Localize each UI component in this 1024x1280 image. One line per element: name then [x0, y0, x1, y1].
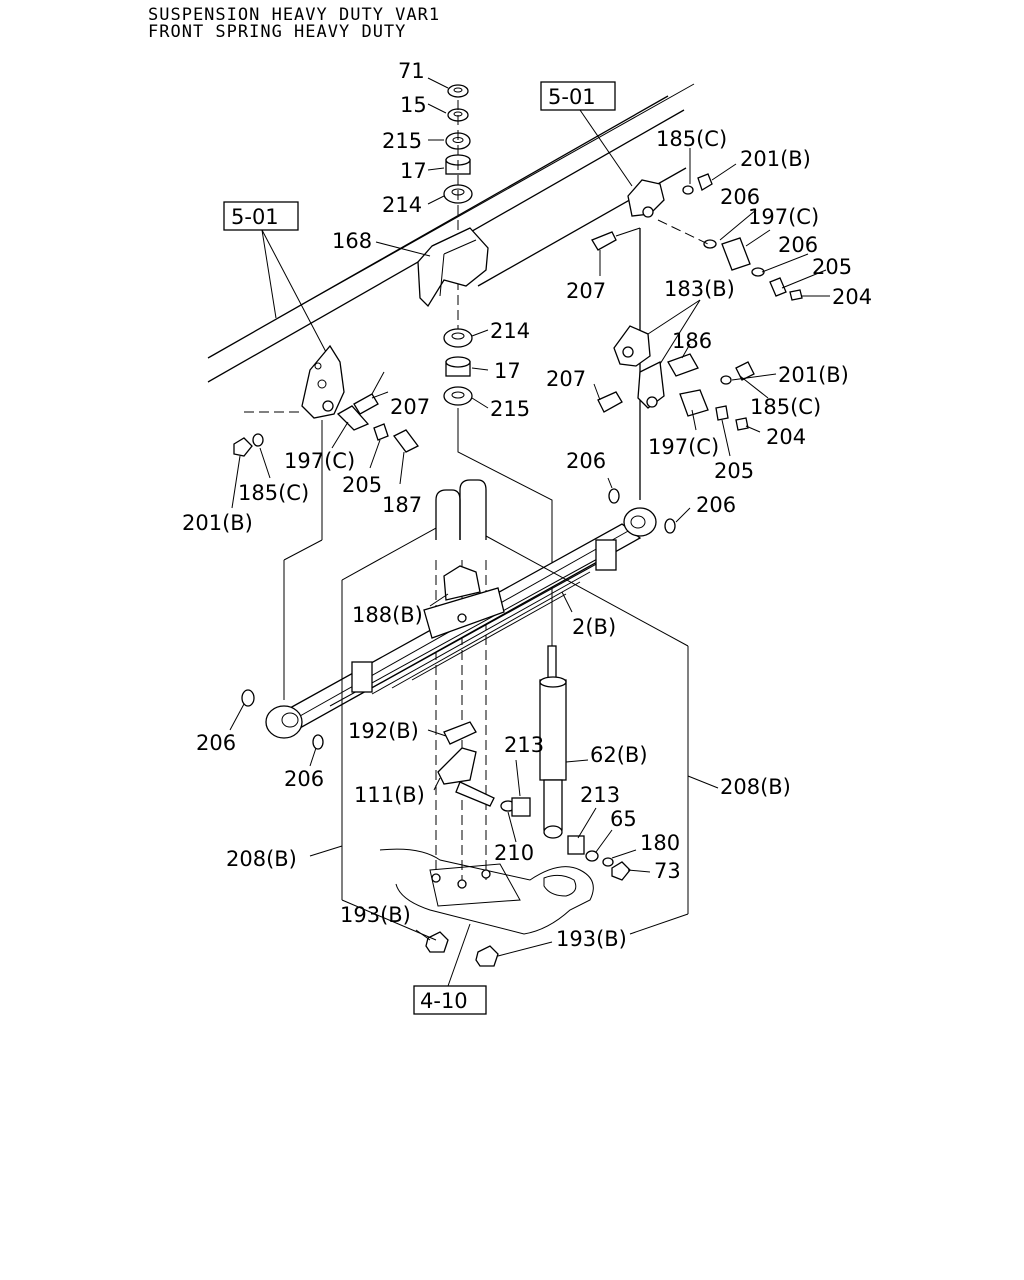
- part-label-204-shackle[interactable]: 204: [766, 425, 806, 449]
- reference-box-4-10[interactable]: 4-10: [413, 923, 487, 1015]
- reference-box-5-01-left[interactable]: 5-01: [223, 201, 327, 353]
- part-label-208b-left[interactable]: 208(B): [226, 847, 297, 871]
- part-label-214-lower[interactable]: 214: [490, 319, 530, 343]
- part-label-205-front[interactable]: 205: [342, 473, 382, 497]
- bracket-168: [417, 227, 489, 308]
- part-label-2b[interactable]: 2(B): [572, 615, 616, 639]
- part-label-206-rear[interactable]: 206: [720, 185, 760, 209]
- part-label-213[interactable]: 213: [504, 733, 544, 757]
- part-label-197c-rear[interactable]: 197(C): [748, 205, 819, 229]
- part-label-206-eye-rear-b[interactable]: 206: [696, 493, 736, 517]
- part-label-204-rear[interactable]: 204: [832, 285, 872, 309]
- part-label-201b-rear[interactable]: 201(B): [740, 147, 811, 171]
- part-label-208b-right[interactable]: 208(B): [720, 775, 791, 799]
- rear-hanger: [591, 173, 803, 500]
- part-label-197c-front[interactable]: 197(C): [284, 449, 355, 473]
- bumper-stack-upper: [443, 84, 473, 330]
- shackle-assembly: [597, 325, 755, 431]
- part-label-185c-rear[interactable]: 185(C): [656, 127, 727, 151]
- part-label-201b-front[interactable]: 201(B): [182, 511, 253, 535]
- part-label-213-lower[interactable]: 213: [580, 783, 620, 807]
- part-label-206-eye-rear[interactable]: 206: [566, 449, 606, 473]
- lower-plate-and-bracket: [437, 721, 495, 807]
- part-label-183b[interactable]: 183(B): [664, 277, 735, 301]
- part-label-193b-left[interactable]: 193(B): [340, 903, 411, 927]
- part-label-201b-shackle[interactable]: 201(B): [778, 363, 849, 387]
- diagram-title-line-1: SUSPENSION HEAVY DUTY VAR1: [148, 5, 441, 25]
- part-label-15[interactable]: 15: [400, 93, 427, 117]
- part-label-215-lower[interactable]: 215: [490, 397, 530, 421]
- part-label-197c-shackle[interactable]: 197(C): [648, 435, 719, 459]
- part-label-192b[interactable]: 192(B): [348, 719, 419, 743]
- part-label-205-rear[interactable]: 205: [812, 255, 852, 279]
- part-label-207-shackle[interactable]: 207: [546, 367, 586, 391]
- leader-lines: [229, 77, 830, 957]
- part-label-188b[interactable]: 188(B): [352, 603, 423, 627]
- part-label-187[interactable]: 187: [382, 493, 422, 517]
- reference-label: 5-01: [231, 205, 279, 229]
- part-label-206-eye-front[interactable]: 206: [196, 731, 236, 755]
- front-hanger: [233, 344, 419, 700]
- part-label-65[interactable]: 65: [610, 807, 637, 831]
- part-label-210[interactable]: 210: [494, 841, 534, 865]
- axle-beam: [379, 848, 594, 967]
- part-label-214[interactable]: 214: [382, 193, 422, 217]
- part-label-73[interactable]: 73: [654, 859, 681, 883]
- reference-label: 5-01: [548, 85, 596, 109]
- part-label-17-lower[interactable]: 17: [494, 359, 521, 383]
- part-label-111b[interactable]: 111(B): [354, 783, 425, 807]
- leaf-spring: [241, 488, 676, 750]
- part-label-206-rear-b[interactable]: 206: [778, 233, 818, 257]
- reference-label: 4-10: [420, 989, 468, 1013]
- u-bolts: [435, 479, 487, 880]
- part-label-185c-front[interactable]: 185(C): [238, 481, 309, 505]
- part-label-185c-shackle[interactable]: 185(C): [750, 395, 821, 419]
- part-label-193b-right[interactable]: 193(B): [556, 927, 627, 951]
- part-label-62b[interactable]: 62(B): [590, 743, 648, 767]
- part-labels: 71 15 215 17 214 168 214 17 215 185(C) 2…: [182, 59, 872, 951]
- reference-box-5-01-right[interactable]: 5-01: [540, 81, 633, 187]
- part-label-207-front[interactable]: 207: [390, 395, 430, 419]
- diagram-title-line-2: FRONT SPRING HEAVY DUTY: [148, 22, 407, 42]
- part-label-186[interactable]: 186: [672, 329, 712, 353]
- bumper-stack-lower: [443, 328, 553, 646]
- part-label-168[interactable]: 168: [332, 229, 372, 253]
- part-label-205-shackle[interactable]: 205: [714, 459, 754, 483]
- part-label-17[interactable]: 17: [400, 159, 427, 183]
- part-label-180[interactable]: 180: [640, 831, 680, 855]
- part-label-207-rear[interactable]: 207: [566, 279, 606, 303]
- part-label-206-eye-front-b[interactable]: 206: [284, 767, 324, 791]
- shock-absorber: [500, 645, 631, 881]
- part-label-71[interactable]: 71: [398, 59, 425, 83]
- part-label-215[interactable]: 215: [382, 129, 422, 153]
